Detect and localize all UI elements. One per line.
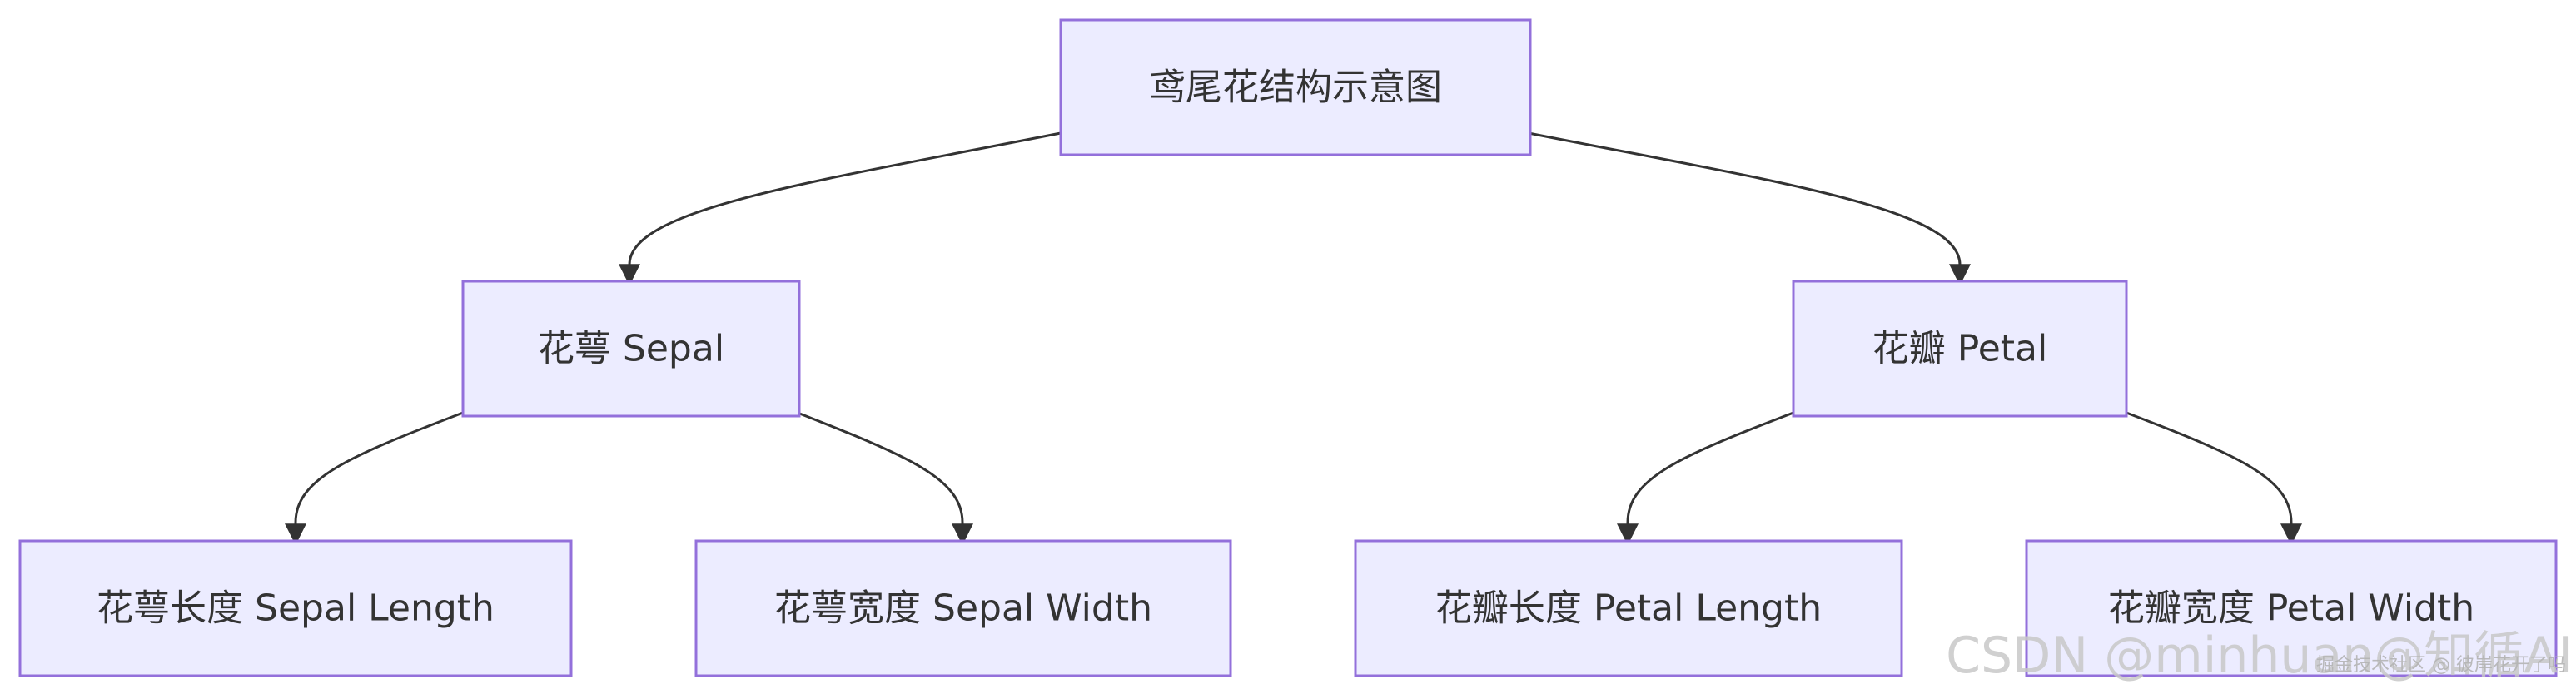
edge-root-petal [1528, 131, 1971, 286]
edges [285, 131, 2302, 546]
watermark-main: CSDN @minhuan@知循AI [1946, 627, 2573, 685]
edge-petal-petal-length [1617, 411, 1794, 546]
node-root-label: 鸢尾花结构示意图 [1149, 67, 1442, 109]
node-sepal-width: 花萼宽度 Sepal Width [694, 539, 1232, 677]
node-petal-length-label: 花瓣长度 Petal Length [1435, 587, 1822, 630]
edge-root-sepal [619, 131, 1062, 286]
node-petal: 花瓣 Petal [1792, 280, 2128, 418]
node-sepal-label: 花萼 Sepal [538, 328, 724, 370]
node-sepal: 花萼 Sepal [461, 280, 801, 418]
watermark-sub: 掘金技术社区 @ 彼岸花开了吗 [2316, 655, 2566, 676]
node-root: 鸢尾花结构示意图 [1059, 18, 1532, 156]
edge-sepal-sepal-length [285, 411, 464, 546]
node-sepal-length: 花萼长度 Sepal Length [18, 539, 573, 677]
watermark: CSDN @minhuan@知循AI 掘金技术社区 @ 彼岸花开了吗 [1946, 627, 2573, 685]
node-petal-length: 花瓣长度 Petal Length [1354, 539, 1903, 677]
node-petal-width-label: 花瓣宽度 Petal Width [2108, 587, 2474, 630]
node-sepal-length-label: 花萼长度 Sepal Length [97, 587, 495, 630]
edge-sepal-sepal-width [797, 411, 973, 546]
edge-petal-petal-width [2126, 411, 2302, 546]
node-petal-width: 花瓣宽度 Petal Width [2025, 539, 2558, 677]
node-sepal-width-label: 花萼宽度 Sepal Width [774, 587, 1152, 630]
node-petal-label: 花瓣 Petal [1872, 328, 2047, 370]
